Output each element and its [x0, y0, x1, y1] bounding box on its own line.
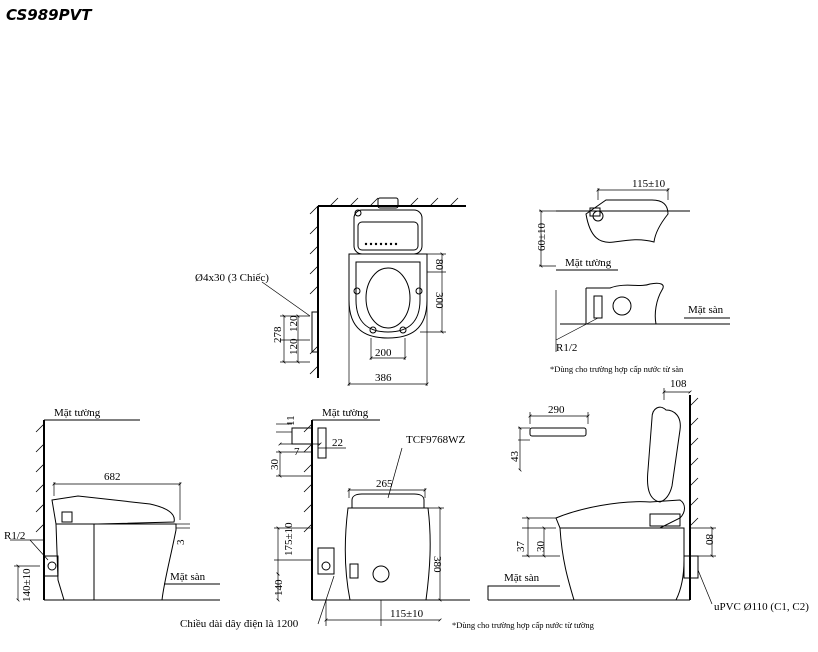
side-view-right: 108 37 30 80 Mặt sàn uPVC Ø110 (C1, C2): [487, 378, 809, 613]
dim-265: 265: [376, 478, 393, 490]
dim-60: 60±10: [536, 222, 548, 251]
model-label: TCF9768WZ: [406, 434, 466, 446]
dim-278: 278: [272, 326, 284, 343]
dim-80: 80: [433, 259, 445, 271]
wall-label-front: Mặt tường: [322, 407, 369, 419]
dim-43: 43: [509, 451, 521, 463]
floor-supply-note: *Dùng cho trường hợp cấp nước từ sàn: [550, 364, 684, 374]
detail-wall-supply: 115±10 60±10 Mặt tường Mặt sàn R1/2 *Dùn…: [536, 178, 730, 374]
drain-pipe-label: uPVC Ø110 (C1, C2): [714, 601, 809, 613]
front-view: Mặt tường 11 7 22 30 TCF9768WZ 265 175±1…: [180, 407, 595, 630]
floor-label-left: Mặt sàn: [170, 571, 206, 583]
dim-290: 290: [548, 404, 565, 416]
remote-control: 290 43: [509, 404, 590, 472]
dim-22: 22: [332, 437, 343, 449]
pipe-label-detail: R1/2: [556, 342, 577, 354]
dim-120-upper: 120: [288, 315, 300, 332]
side-view-left: Mặt tường 682 3 R1/2 Mặt sàn 140±10: [4, 407, 220, 602]
wall-label-left: Mặt tường: [54, 407, 101, 419]
dim-120-lower: 120: [288, 338, 300, 355]
floor-label-right: Mặt sàn: [504, 572, 540, 584]
floor-label-detail: Mặt sàn: [688, 304, 724, 316]
wall-label-detail: Mặt tường: [565, 257, 612, 269]
dim-3: 3: [175, 539, 187, 545]
dim-115-front: 115±10: [390, 608, 424, 620]
dim-11: 11: [285, 415, 297, 426]
cable-length-label: Chiều dài dây điện là 1200: [180, 618, 299, 630]
dim-140-front: 140: [273, 579, 285, 596]
model-title: CS989PVT: [6, 6, 92, 24]
dim-80-right: 80: [703, 534, 715, 546]
dim-300: 300: [433, 292, 445, 309]
pipe-label-left: R1/2: [4, 530, 25, 542]
wall-supply-note: *Dùng cho trường hợp cấp nước từ tường: [452, 620, 595, 630]
dim-380: 380: [431, 556, 443, 573]
dim-175: 175±10: [283, 522, 295, 556]
dim-30-front: 30: [269, 459, 281, 471]
dim-140-left: 140±10: [21, 568, 33, 602]
dim-682: 682: [104, 471, 121, 483]
dim-108: 108: [670, 378, 687, 390]
top-view: Ø4x30 (3 Chiếc) 80 300 200 386 278 120 1…: [195, 197, 466, 386]
dim-115-top: 115±10: [632, 178, 666, 190]
screw-label: Ø4x30 (3 Chiếc): [195, 272, 269, 284]
dim-30-right: 30: [535, 541, 547, 553]
dim-37: 37: [515, 541, 527, 553]
dim-200: 200: [375, 347, 392, 359]
dim-386: 386: [375, 372, 392, 384]
